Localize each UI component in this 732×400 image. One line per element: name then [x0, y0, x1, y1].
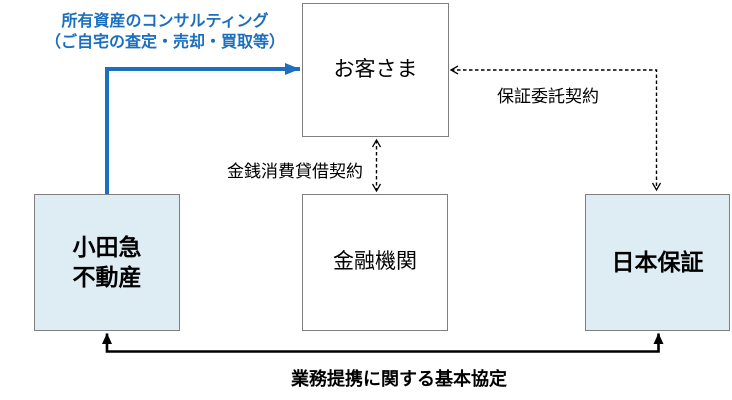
edge-guarantee-arrow	[451, 70, 657, 190]
node-nihon-hosho: 日本保証	[585, 194, 730, 331]
node-odakyu-real-estate: 小田急 不動産	[34, 194, 180, 331]
node-financial-institution: 金融機関	[302, 194, 448, 331]
edge-label-consulting: 所有資産のコンサルティング （ご自宅の査定・売却・買取等）	[44, 13, 285, 51]
node-nihon-hosho-label: 日本保証	[611, 248, 704, 275]
edge-label-loan-contract: 金銭消費貸借契約	[227, 162, 363, 181]
edge-label-guarantee-contract: 保証委託契約	[497, 87, 599, 106]
node-customer: お客さま	[302, 3, 449, 137]
node-financial-institution-label: 金融機関	[333, 250, 417, 274]
edge-label-alliance-agreement: 業務提携に関する基本協定	[291, 369, 507, 389]
node-customer-label: お客さま	[333, 57, 418, 81]
node-odakyu-real-estate-label: 小田急 不動産	[72, 234, 142, 290]
edge-alliance-arrow	[102, 333, 664, 353]
edge-consulting-arrow	[105, 63, 300, 194]
